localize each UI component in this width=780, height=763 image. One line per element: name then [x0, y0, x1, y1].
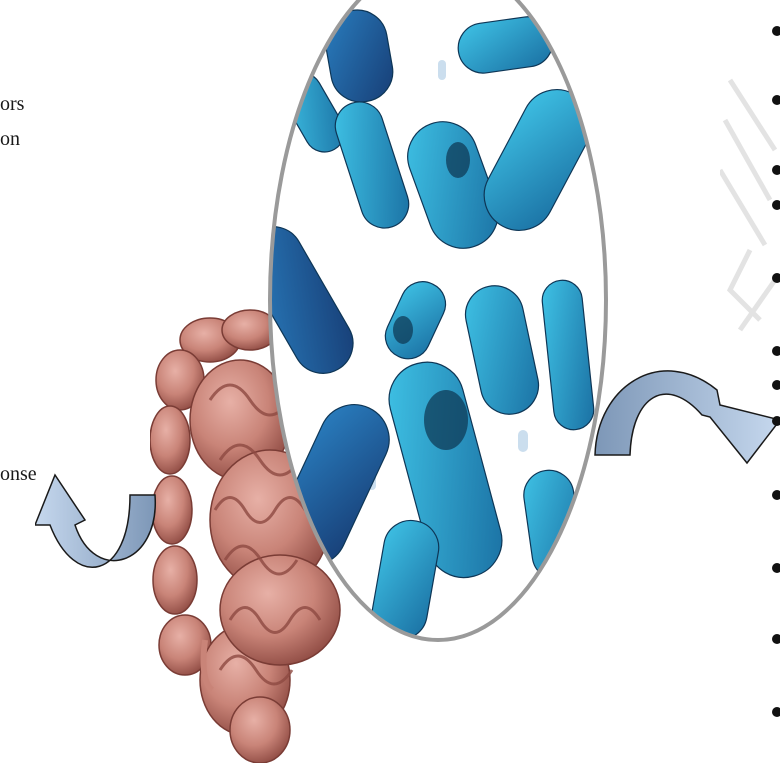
list-bullet [772, 563, 780, 573]
list-bullet [772, 707, 780, 717]
curved-arrow-right-icon [592, 355, 780, 465]
list-bullet [772, 416, 780, 426]
curved-arrow-left-icon [35, 470, 165, 580]
left-text-fragment: ors [0, 93, 24, 116]
left-text-fragment: on [0, 128, 20, 151]
bacteria-illustration [268, 0, 608, 645]
list-bullet [772, 490, 780, 500]
list-bullet [772, 634, 780, 644]
list-bullet [772, 380, 780, 390]
watermark [720, 60, 780, 360]
list-bullet [772, 273, 780, 283]
list-bullet [772, 95, 780, 105]
left-text-fragment: onse [0, 463, 37, 486]
list-bullet [772, 346, 780, 356]
list-bullet [772, 26, 780, 36]
list-bullet [772, 200, 780, 210]
list-bullet [772, 165, 780, 175]
